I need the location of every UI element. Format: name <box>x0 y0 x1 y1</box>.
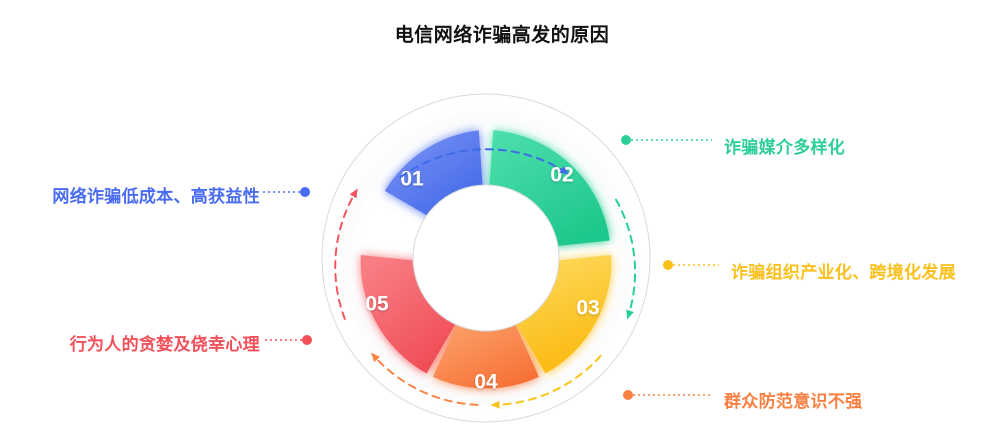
segment-number-02: 02 <box>550 164 573 187</box>
connector-dot-02 <box>621 135 631 145</box>
flow-arrow-03 <box>490 354 602 409</box>
connector-dot-01 <box>300 187 310 197</box>
ring-halo-soft <box>343 115 629 401</box>
outer-guide-circle <box>321 93 651 423</box>
segment-number-05: 05 <box>365 293 389 316</box>
callout-label-02: 诈骗媒介多样化 <box>724 138 846 157</box>
callout-label-03: 诈骗组织产业化、跨境化发展 <box>731 263 956 282</box>
flow-arrow-04 <box>371 352 479 406</box>
flow-arrow-05 <box>334 188 358 320</box>
callout-label-04: 群众防范意识不强 <box>724 392 863 411</box>
connector-dot-03 <box>663 260 673 270</box>
callout-label-01: 网络诈骗低成本、高获益性 <box>52 187 260 206</box>
page-title: 电信网络诈骗高发的原因 <box>394 25 610 46</box>
flow-arrow-02 <box>615 198 637 320</box>
inner-circle <box>412 184 560 332</box>
connector-dot-04 <box>623 390 633 400</box>
flow-arrows <box>334 148 637 409</box>
connector-dot-05 <box>302 335 312 345</box>
segment-number-01: 01 <box>400 168 424 191</box>
segment-number-03: 03 <box>576 297 599 320</box>
callout-label-05: 行为人的贪婪及侥幸心理 <box>69 335 260 354</box>
segment-number-04: 04 <box>474 371 498 394</box>
callout-connectors <box>262 135 719 400</box>
donut-segment-04[interactable] <box>433 309 539 389</box>
